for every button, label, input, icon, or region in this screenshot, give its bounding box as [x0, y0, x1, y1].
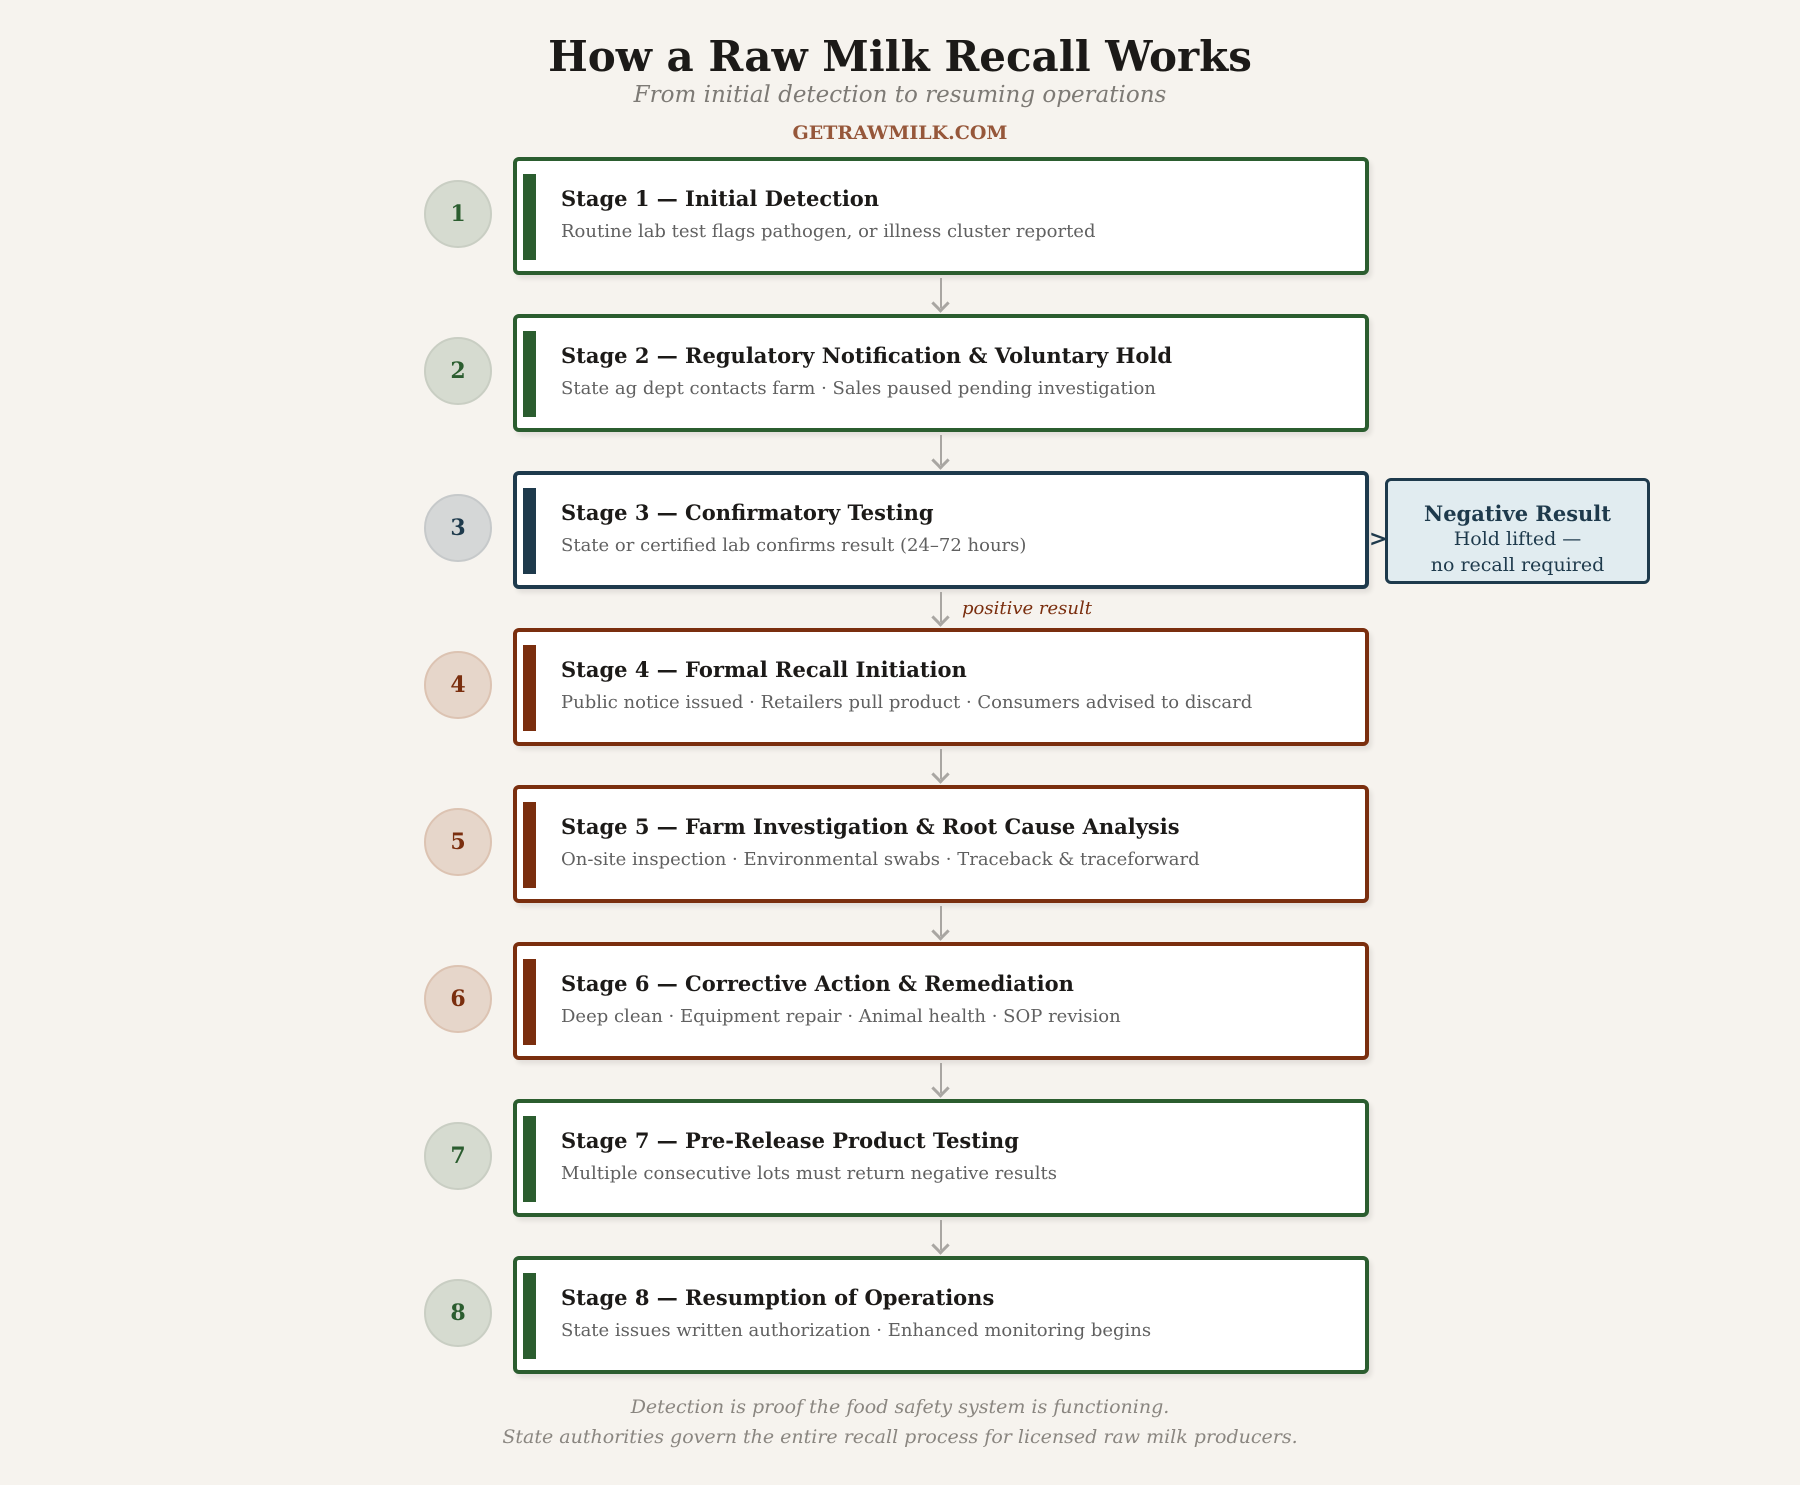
stage-description: Routine lab test flags pathogen, or illn… — [561, 221, 1096, 242]
stage-description: On-site inspection · Environmental swabs… — [561, 849, 1200, 870]
stage-description: State issues written authorization · Enh… — [561, 1320, 1152, 1341]
stage-title: Stage 8 — Resumption of Operations — [561, 1285, 995, 1310]
stage-accent-bar — [523, 802, 536, 888]
stage-title: Stage 5 — Farm Investigation & Root Caus… — [561, 814, 1180, 839]
stage-row: 5 Stage 5 — Farm Investigation & Root Cau… — [0, 785, 1800, 905]
stage-row: 2 Stage 2 — Regulatory Notification & Vol… — [0, 314, 1800, 434]
stage-title: Stage 4 — Formal Recall Initiation — [561, 657, 967, 682]
stage-number-badge: 8 — [424, 1279, 492, 1347]
stage-title: Stage 2 — Regulatory Notification & Volu… — [561, 343, 1173, 368]
arrow-down-icon — [940, 592, 942, 622]
stage-number-badge: 6 — [424, 965, 492, 1033]
stage-title: Stage 6 — Corrective Action & Remediatio… — [561, 971, 1074, 996]
stage-number-badge: 1 — [424, 180, 492, 248]
stage-number-badge: 7 — [424, 1122, 492, 1190]
stage-title: Stage 7 — Pre-Release Product Testing — [561, 1128, 1019, 1153]
stage-description: Public notice issued · Retailers pull pr… — [561, 692, 1253, 713]
stage-accent-bar — [523, 1116, 536, 1202]
negative-result-line2: no recall required — [1430, 554, 1605, 576]
page-subtitle: From initial detection to resuming opera… — [633, 82, 1167, 108]
stage-title: Stage 1 — Initial Detection — [561, 186, 880, 211]
arrow-right-icon: > — [1369, 526, 1388, 552]
stage-description: State ag dept contacts farm · Sales paus… — [561, 378, 1156, 399]
stage-row: 6 Stage 6 — Corrective Action & Remediati… — [0, 942, 1800, 1062]
positive-result-label: positive result — [962, 598, 1092, 619]
arrow-down-icon — [940, 435, 942, 465]
stage-accent-bar — [523, 488, 536, 574]
arrow-down-icon — [940, 1220, 942, 1250]
arrow-down-icon — [940, 749, 942, 779]
stage-accent-bar — [523, 174, 536, 260]
stage-description: State or certified lab confirms result (… — [561, 535, 1027, 556]
stage-accent-bar — [523, 331, 536, 417]
brand-link: GETRAWMILK.COM — [792, 122, 1008, 144]
stage-accent-bar — [523, 959, 536, 1045]
negative-result-line1: Hold lifted — — [1453, 528, 1582, 550]
stage-description: Deep clean · Equipment repair · Animal h… — [561, 1006, 1121, 1027]
negative-result-title: Negative Result — [1424, 501, 1611, 526]
footer-note-1: Detection is proof the food safety syste… — [630, 1396, 1170, 1418]
stage-card: Stage 5 — Farm Investigation & Root Caus… — [513, 785, 1369, 903]
stage-card: Stage 2 — Regulatory Notification & Volu… — [513, 314, 1369, 432]
stage-number-badge: 2 — [424, 337, 492, 405]
stage-accent-bar — [523, 1273, 536, 1359]
stage-card: Stage 6 — Corrective Action & Remediatio… — [513, 942, 1369, 1060]
arrow-down-icon — [940, 1063, 942, 1093]
stage-number-badge: 5 — [424, 808, 492, 876]
arrow-down-icon — [940, 906, 942, 936]
negative-result-box: Negative Result Hold lifted — no recall … — [1385, 478, 1650, 584]
footer-note-2: State authorities govern the entire reca… — [502, 1426, 1298, 1448]
page-title: How a Raw Milk Recall Works — [548, 32, 1252, 81]
stage-number-badge: 4 — [424, 651, 492, 719]
stage-title: Stage 3 — Confirmatory Testing — [561, 500, 934, 525]
arrow-down-icon — [940, 278, 942, 308]
stage-description: Multiple consecutive lots must return ne… — [561, 1163, 1058, 1184]
stage-number-badge: 3 — [424, 494, 492, 562]
stage-accent-bar — [523, 645, 536, 731]
